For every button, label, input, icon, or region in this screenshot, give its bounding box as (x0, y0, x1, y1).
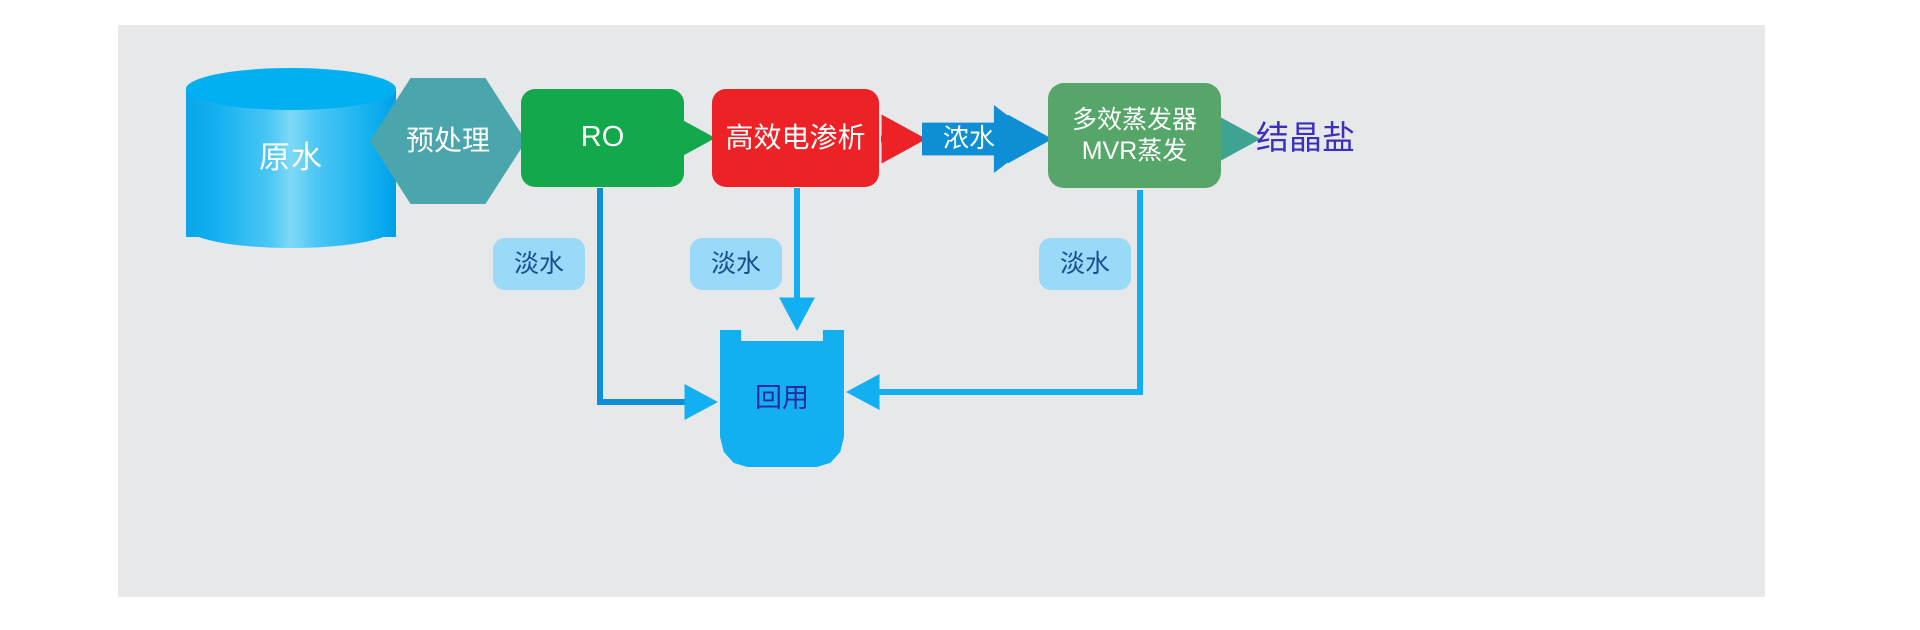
node-crystal-salt-label: 结晶盐 (1256, 118, 1355, 156)
node-crystal-salt: 结晶盐 (1256, 112, 1386, 164)
node-ro-label: RO (580, 121, 625, 154)
node-raw-water[interactable]: 原水 (186, 68, 396, 248)
node-evaporator-label: 多效蒸发器 MVR蒸发 (1071, 106, 1197, 165)
node-ro[interactable]: RO (521, 89, 684, 187)
tank-shape (720, 330, 844, 467)
node-electrodialysis[interactable]: 高效电渗析 (712, 89, 879, 187)
label-fresh-water-evaporator: 淡水 (1039, 238, 1131, 290)
label-fresh-water-electrodialysis-text: 淡水 (710, 249, 761, 278)
node-concentrate-water-label: 浓水 (942, 123, 995, 154)
node-pretreatment-label: 预处理 (405, 124, 490, 156)
label-fresh-water-evaporator-text: 淡水 (1059, 249, 1110, 278)
cylinder-bottom (186, 206, 396, 248)
node-reuse-tank[interactable]: 回用 (720, 330, 844, 467)
node-electrodialysis-label: 高效电渗析 (725, 121, 866, 153)
label-fresh-water-ro-text: 淡水 (513, 249, 564, 278)
node-reuse-tank-label: 回用 (755, 383, 809, 414)
node-raw-water-label: 原水 (259, 139, 323, 175)
label-fresh-water-electrodialysis: 淡水 (690, 238, 782, 290)
node-evaporator[interactable]: 多效蒸发器 MVR蒸发 (1048, 83, 1221, 188)
label-fresh-water-ro: 淡水 (493, 238, 585, 290)
cylinder-top (186, 68, 396, 110)
